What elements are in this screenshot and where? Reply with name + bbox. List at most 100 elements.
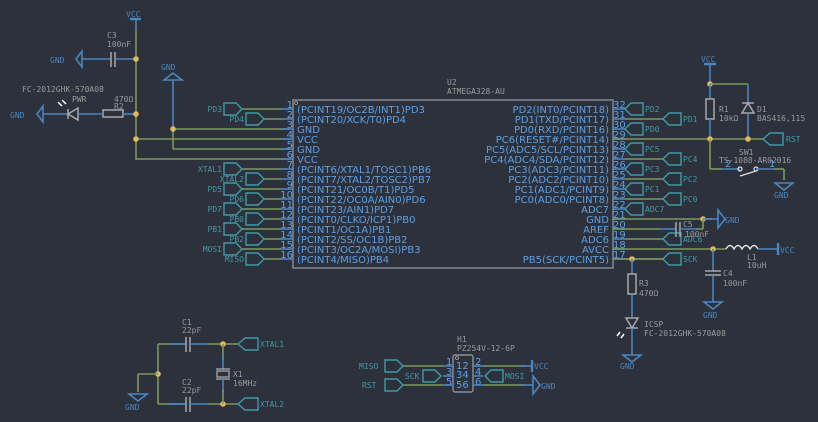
net-label-pd4 <box>245 112 265 126</box>
pin-name: PD2(INT0/PCINT18) <box>513 105 610 116</box>
pin-name: (PCINT3/OC2A/MOSI)PB3 <box>297 245 421 256</box>
reset-net: RST <box>613 132 801 146</box>
c3-value: 100nF <box>107 40 131 49</box>
pin-name: (PCINT21/OC0B/T1)PD5 <box>297 185 414 196</box>
svg-text:22pF: 22pF <box>182 326 201 335</box>
capacitor-c3[interactable]: C3 100nF <box>82 31 139 67</box>
pin-number: 20 <box>613 220 626 231</box>
pin-name: (PCINT22/OC0A/AIN0)PD6 <box>297 195 426 206</box>
pin-number: 29 <box>613 130 626 141</box>
net-name: SCK <box>683 255 698 264</box>
vcc-rail-right: VCC <box>701 55 748 87</box>
led-pwr[interactable]: FC-2012GHK-570A08 PWR GND <box>10 85 104 125</box>
net-label-pb1 <box>223 222 243 236</box>
resistor-r2[interactable]: 470Ω R2 <box>102 95 139 118</box>
led-icsp[interactable]: GND ICSP FC-2012GHK-570A08 <box>616 317 726 371</box>
svg-text:TS-1088-AR02016: TS-1088-AR02016 <box>719 156 791 165</box>
vcc-rail-left: VCC <box>126 10 141 160</box>
capacitor-c4[interactable]: GND C4 100nF <box>701 249 747 320</box>
pin-number: 6 <box>287 150 293 161</box>
pin-number: 4 <box>287 130 293 141</box>
pin-name: PC5(ADC5/SCL/PCINT13) <box>486 145 609 156</box>
svg-text:X1: X1 <box>233 370 243 379</box>
capacitor-c1[interactable]: C1 22pF <box>170 318 238 352</box>
gnd-symbol <box>75 48 83 70</box>
svg-text:VCC: VCC <box>534 362 549 371</box>
ic-u2[interactable]: U2 ATMEGA328-AU 1(PCINT19/OC2B/INT1)PD3P… <box>198 78 703 269</box>
net-label-pc1 <box>624 182 644 196</box>
crystal-x1[interactable]: X1 16MHz <box>216 344 257 404</box>
xtal-net-labels: XTAL1 XTAL2 <box>236 337 284 411</box>
pin-number: 10 <box>280 190 293 201</box>
svg-text:FC-2012GHK-570A08: FC-2012GHK-570A08 <box>644 329 726 338</box>
svg-text:VCC: VCC <box>780 246 795 255</box>
svg-text:MISO: MISO <box>359 362 378 371</box>
svg-text:22pF: 22pF <box>182 386 201 395</box>
pin-number: 7 <box>287 160 293 171</box>
net-label-pd7 <box>223 202 243 216</box>
net-label-adc7 <box>624 202 644 216</box>
capacitor-c5[interactable]: C5 100nF <box>613 219 709 239</box>
net-label-pd1 <box>662 112 682 126</box>
pin-name: PD0(RXD/PCINT16) <box>514 125 609 136</box>
capacitor-c2[interactable]: C2 22pF <box>170 378 238 412</box>
net-name: PC5 <box>645 145 660 154</box>
pin-name: AREF <box>583 225 609 236</box>
resistor-r3[interactable]: R3 470Ω <box>627 259 658 318</box>
svg-text:GND: GND <box>10 111 25 120</box>
svg-text:1: 1 <box>446 357 452 368</box>
pin-number: 32 <box>613 100 626 111</box>
avcc-net <box>613 246 726 252</box>
pin-number: 11 <box>280 200 293 211</box>
svg-text:H1: H1 <box>457 335 467 344</box>
resistor-r1[interactable]: R1 10kΩ <box>705 84 738 139</box>
svg-text:16MHz: 16MHz <box>233 379 257 388</box>
svg-text:D1: D1 <box>757 105 767 114</box>
inductor-l1[interactable]: VCC L1 10uH <box>725 243 795 270</box>
header-h1[interactable]: H1 PZ254V-12-6P 12 34 56 1 2 3 4 5 6 MIS… <box>359 335 556 397</box>
switch-sw1[interactable]: SW1 TS-1088-AR02016 2 1 GND <box>709 139 796 200</box>
pin-name: PD1(TXD/PCINT17) <box>515 115 609 126</box>
svg-text:4: 4 <box>475 367 481 378</box>
pin-name: (PCINT2/SS/OC1B)PB2 <box>297 235 407 246</box>
net-label-pb2 <box>245 232 265 246</box>
pin-name: (PCINT6/XTAL1/TOSC1)PB6 <box>297 165 431 176</box>
net-label-pd2 <box>624 102 644 116</box>
pin-number: 19 <box>613 230 626 241</box>
pin-name: ADC6 <box>581 235 609 246</box>
diode-d1[interactable]: D1 BAS416,115 <box>740 84 805 139</box>
pwr-led-value: FC-2012GHK-570A08 <box>22 85 104 94</box>
svg-text:GND: GND <box>161 63 176 72</box>
svg-text:C4: C4 <box>723 269 733 278</box>
net-label-mosi <box>223 242 243 256</box>
net-label-adc6 <box>662 232 682 246</box>
